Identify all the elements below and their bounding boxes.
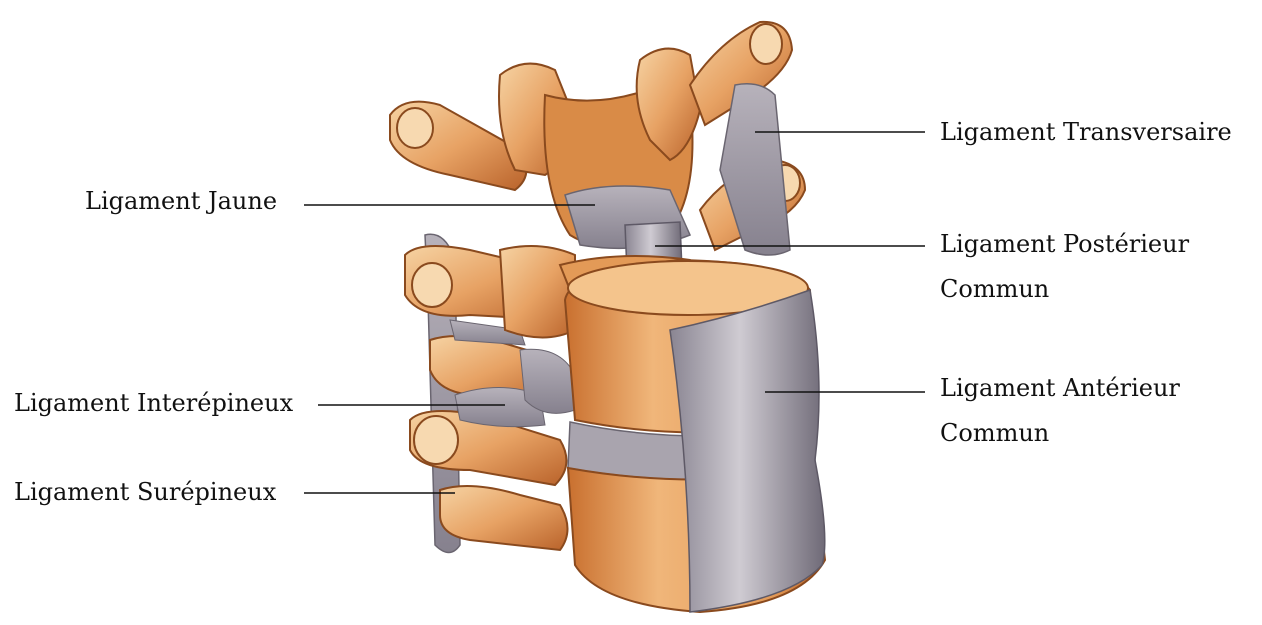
- label-ligament-posterieur-line2: Commun: [940, 273, 1049, 306]
- label-ligament-anterieur-line2: Commun: [940, 417, 1049, 450]
- label-ligament-posterieur-line1: Ligament Postérieur: [940, 228, 1189, 261]
- label-ligament-surepineux: Ligament Surépineux: [14, 476, 276, 509]
- label-ligament-transversaire: Ligament Transversaire: [940, 116, 1232, 149]
- label-ligament-interepineux: Ligament Interépineux: [14, 387, 293, 420]
- anterior-longitudinal-ligament: [670, 290, 825, 612]
- label-ligament-anterieur-line1: Ligament Antérieur: [940, 372, 1180, 405]
- label-ligament-jaune: Ligament Jaune: [85, 185, 277, 218]
